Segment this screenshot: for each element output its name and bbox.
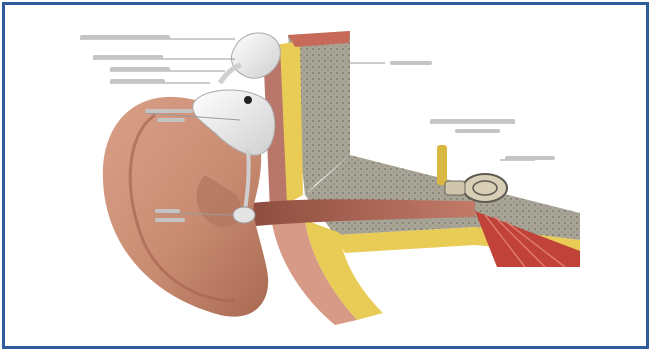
earpiece xyxy=(233,207,255,223)
device-button xyxy=(244,96,252,104)
ear-anatomy-illustration xyxy=(5,5,646,346)
ossicles xyxy=(445,181,465,195)
device-link-cable xyxy=(220,65,241,83)
eustachian-tube-vertical xyxy=(437,145,447,185)
cochlea xyxy=(463,174,507,202)
